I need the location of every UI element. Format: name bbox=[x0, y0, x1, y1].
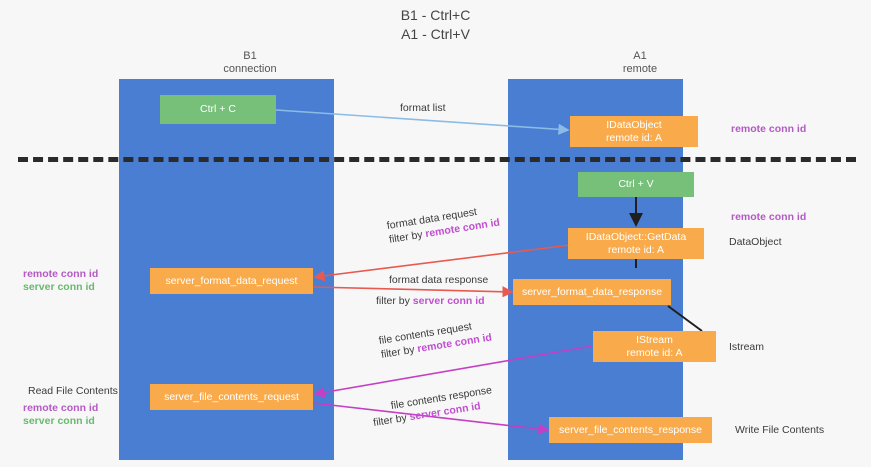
node-idataobject-line1: IDataObject bbox=[606, 118, 662, 131]
node-ctrl-c-label: Ctrl + C bbox=[200, 103, 236, 115]
column-header-b1-name: B1 bbox=[243, 50, 257, 62]
annotation-conn-ids-mid-server: server conn id bbox=[23, 281, 95, 293]
title-line-2: A1 - Ctrl+V bbox=[401, 26, 470, 42]
edge-label-format-data-request: format data request filter by remote con… bbox=[386, 202, 501, 247]
annotation-remote-conn-id-mid-text: remote conn id bbox=[731, 211, 807, 223]
annotation-conn-ids-bottom-remote: remote conn id bbox=[23, 402, 99, 414]
node-server-file-contents-response-label: server_file_contents_response bbox=[558, 423, 702, 436]
annotation-conn-ids-bottom: remote conn id server conn id bbox=[23, 402, 98, 428]
column-header-a1: A1 remote bbox=[540, 50, 740, 76]
annotation-istream: Istream bbox=[729, 341, 764, 354]
annotation-remote-conn-id-top: remote conn id bbox=[731, 123, 806, 136]
annotation-conn-ids-bottom-server: server conn id bbox=[23, 415, 95, 427]
node-istream-line2: remote id: A bbox=[626, 346, 683, 359]
filter-prefix: filter by bbox=[372, 411, 411, 429]
node-idataobject[interactable]: IDataObject remote id: A bbox=[570, 116, 698, 147]
annotation-conn-ids-mid-remote: remote conn id bbox=[23, 268, 99, 280]
edge-label-format-data-response-filter: filter by server conn id bbox=[376, 294, 488, 308]
edge-label-format-list: format list bbox=[400, 101, 446, 115]
filter-key-server-conn-id: server conn id bbox=[412, 295, 485, 307]
annotation-dataobject: DataObject bbox=[729, 236, 782, 249]
column-header-b1-sub: connection bbox=[223, 63, 277, 75]
edge-label-format-data-response-line1: format data response bbox=[389, 274, 489, 286]
phase-divider bbox=[18, 157, 856, 162]
filter-prefix: filter by bbox=[376, 295, 413, 307]
node-ctrl-c[interactable]: Ctrl + C bbox=[160, 95, 276, 124]
annotation-remote-conn-id-mid: remote conn id bbox=[731, 211, 806, 224]
annotation-dataobject-text: DataObject bbox=[729, 236, 782, 248]
annotation-write-file-contents-text: Write File Contents bbox=[735, 424, 825, 436]
annotation-write-file-contents: Write File Contents bbox=[735, 424, 824, 437]
edge-label-file-contents-response: file contents response filter by server … bbox=[372, 383, 495, 429]
node-ctrl-v[interactable]: Ctrl + V bbox=[578, 172, 694, 197]
edge-label-file-contents-request: file contents request filter by remote c… bbox=[378, 317, 493, 362]
edge-label-format-list-text: format list bbox=[400, 102, 446, 114]
node-istream-line1: IStream bbox=[636, 333, 673, 346]
annotation-istream-text: Istream bbox=[729, 341, 765, 353]
annotation-read-file-contents-text: Read File Contents bbox=[28, 385, 118, 397]
diagram-title: B1 - Ctrl+C A1 - Ctrl+V bbox=[0, 6, 871, 44]
node-istream[interactable]: IStream remote id: A bbox=[593, 331, 716, 362]
node-server-format-data-request[interactable]: server_format_data_request bbox=[150, 268, 313, 294]
column-header-a1-name: A1 bbox=[633, 50, 647, 62]
annotation-remote-conn-id-top-text: remote conn id bbox=[731, 123, 807, 135]
node-server-file-contents-request[interactable]: server_file_contents_request bbox=[150, 384, 313, 410]
node-idataobject-getdata[interactable]: IDataObject::GetData remote id: A bbox=[568, 228, 704, 259]
node-idataobject-line2: remote id: A bbox=[605, 131, 663, 144]
column-header-b1: B1 connection bbox=[150, 50, 350, 76]
node-server-format-data-response-label: server_format_data_response bbox=[521, 285, 663, 298]
column-header-a1-sub: remote bbox=[622, 63, 658, 75]
node-server-format-data-request-label: server_format_data_request bbox=[165, 274, 298, 287]
node-getdata-line1: IDataObject::GetData bbox=[585, 230, 687, 243]
edge-label-format-data-response: format data response filter by server co… bbox=[376, 273, 489, 308]
annotation-read-file-contents: Read File Contents bbox=[28, 385, 118, 398]
node-getdata-line2: remote id: A bbox=[607, 243, 665, 256]
title-line-1: B1 - Ctrl+C bbox=[400, 7, 471, 23]
node-server-file-contents-response[interactable]: server_file_contents_response bbox=[549, 417, 712, 443]
node-server-file-contents-request-label: server_file_contents_request bbox=[164, 390, 299, 403]
node-server-format-data-response[interactable]: server_format_data_response bbox=[513, 279, 671, 305]
node-ctrl-v-label: Ctrl + V bbox=[618, 178, 654, 190]
annotation-conn-ids-mid: remote conn id server conn id bbox=[23, 268, 98, 294]
